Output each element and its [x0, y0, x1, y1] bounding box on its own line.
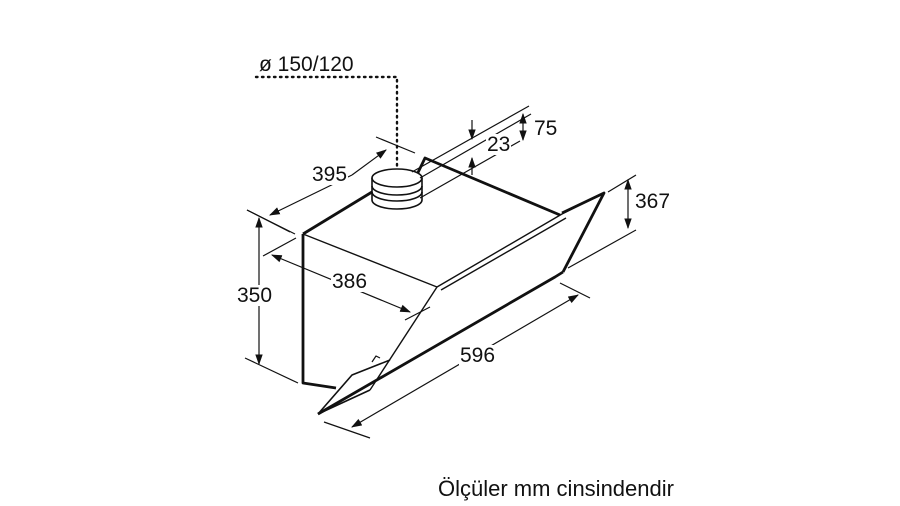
dimension-75: 75 — [533, 117, 559, 140]
dimension-23: 23 — [486, 133, 512, 156]
duct-collar — [371, 168, 423, 210]
dimension-395: 395 — [311, 163, 349, 186]
dimension-350: 350 — [236, 284, 274, 307]
duct-diameter-label: ø 150/120 — [259, 53, 354, 76]
dimension-367: 367 — [634, 190, 672, 213]
units-caption: Ölçüler mm cinsindendir — [438, 476, 674, 501]
dimension-596: 596 — [459, 344, 497, 367]
dimension-386: 386 — [331, 270, 369, 293]
